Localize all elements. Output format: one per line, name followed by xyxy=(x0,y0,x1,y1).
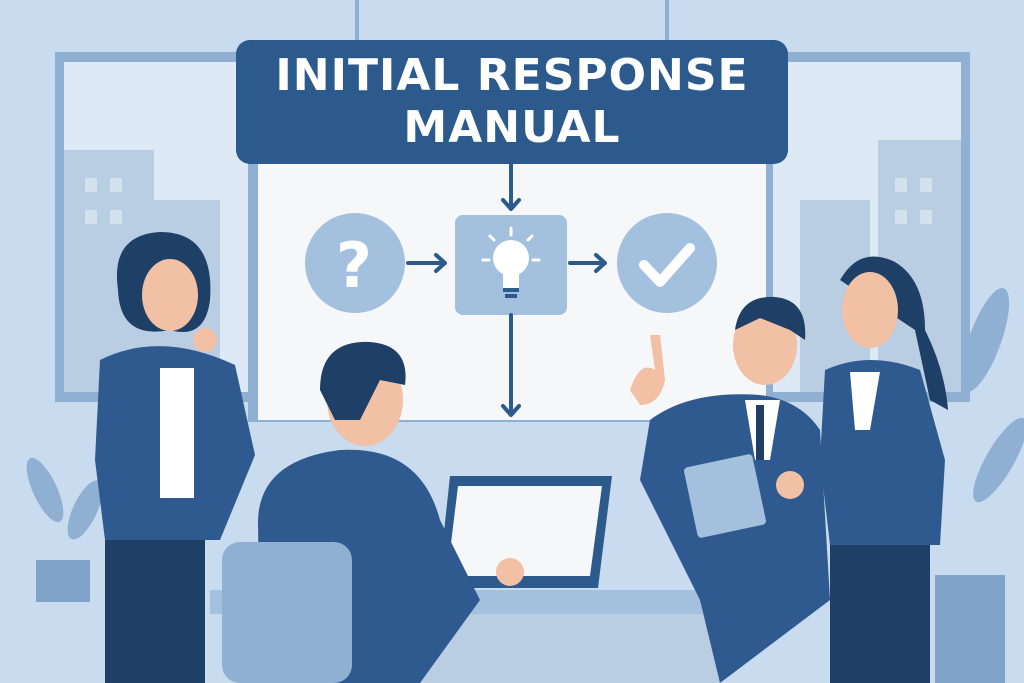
arrows xyxy=(406,162,607,417)
person-thinking-woman xyxy=(95,232,255,683)
lightbulb-icon xyxy=(481,226,541,298)
title-line-1: INITIAL RESPONSE xyxy=(275,50,749,101)
person-woman-right xyxy=(776,256,948,683)
manual-title-banner: INITIAL RESPONSE MANUAL xyxy=(236,40,788,164)
person-presenting-man xyxy=(630,296,830,683)
laptop xyxy=(438,476,612,588)
question-circle-icon xyxy=(305,213,405,313)
flowchart xyxy=(305,162,717,417)
question-mark-icon: ? xyxy=(336,229,372,302)
plant-right xyxy=(935,288,1024,683)
checkmark-icon xyxy=(639,243,695,287)
plant-left xyxy=(26,457,103,602)
title-line-2: MANUAL xyxy=(403,102,621,153)
checkmark-circle-icon xyxy=(617,213,717,313)
office-chair xyxy=(222,542,352,683)
